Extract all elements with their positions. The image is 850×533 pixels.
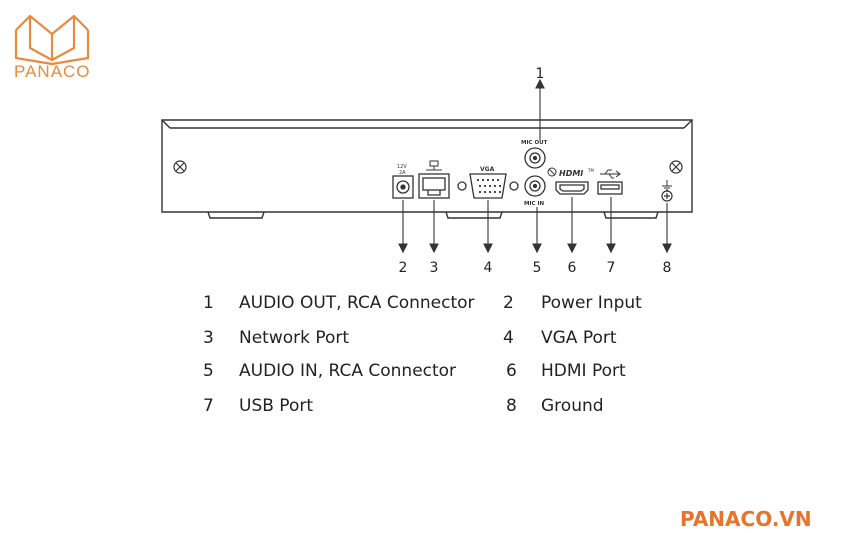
callout-1: 1 (536, 66, 545, 82)
hdmi-tm-label: TM (587, 168, 594, 173)
callout-8: 8 (663, 260, 672, 276)
hdmi-label: HDMI (559, 169, 583, 178)
ground-terminal (661, 190, 673, 202)
logo-text: PANACO (14, 62, 91, 81)
mic-out-connector (524, 147, 546, 169)
usb-icon (600, 169, 621, 179)
panaco-logo-icon (14, 14, 90, 66)
chassis-screw-right (669, 160, 683, 174)
power-label: 12V (397, 164, 407, 170)
audio-screw (547, 167, 557, 177)
usb-port (597, 181, 623, 195)
power-input-port (392, 175, 414, 199)
callout-2: 2 (399, 260, 408, 276)
callout-5: 5 (533, 260, 542, 276)
power-sub-label: 2A (399, 170, 406, 176)
callout-6: 6 (568, 260, 577, 276)
callout-4: 4 (484, 260, 493, 276)
hdmi-port (555, 181, 589, 195)
vga-pins (476, 178, 502, 194)
vga-port (457, 173, 519, 199)
callout-7: 7 (607, 260, 616, 276)
mic-out-label: MIC OUT (521, 140, 548, 146)
callout-arrows (398, 78, 672, 254)
vga-label: VGA (480, 166, 495, 173)
mic-in-connector (524, 175, 546, 197)
network-port (418, 173, 450, 199)
mic-in-label: MIC IN (524, 201, 545, 207)
footer-brand: PANACO.VN (680, 507, 812, 531)
callout-3: 3 (430, 260, 439, 276)
network-icon (426, 160, 442, 171)
ground-icon (662, 180, 672, 191)
chassis-screw-left (173, 160, 187, 174)
nvr-chassis (161, 119, 693, 219)
